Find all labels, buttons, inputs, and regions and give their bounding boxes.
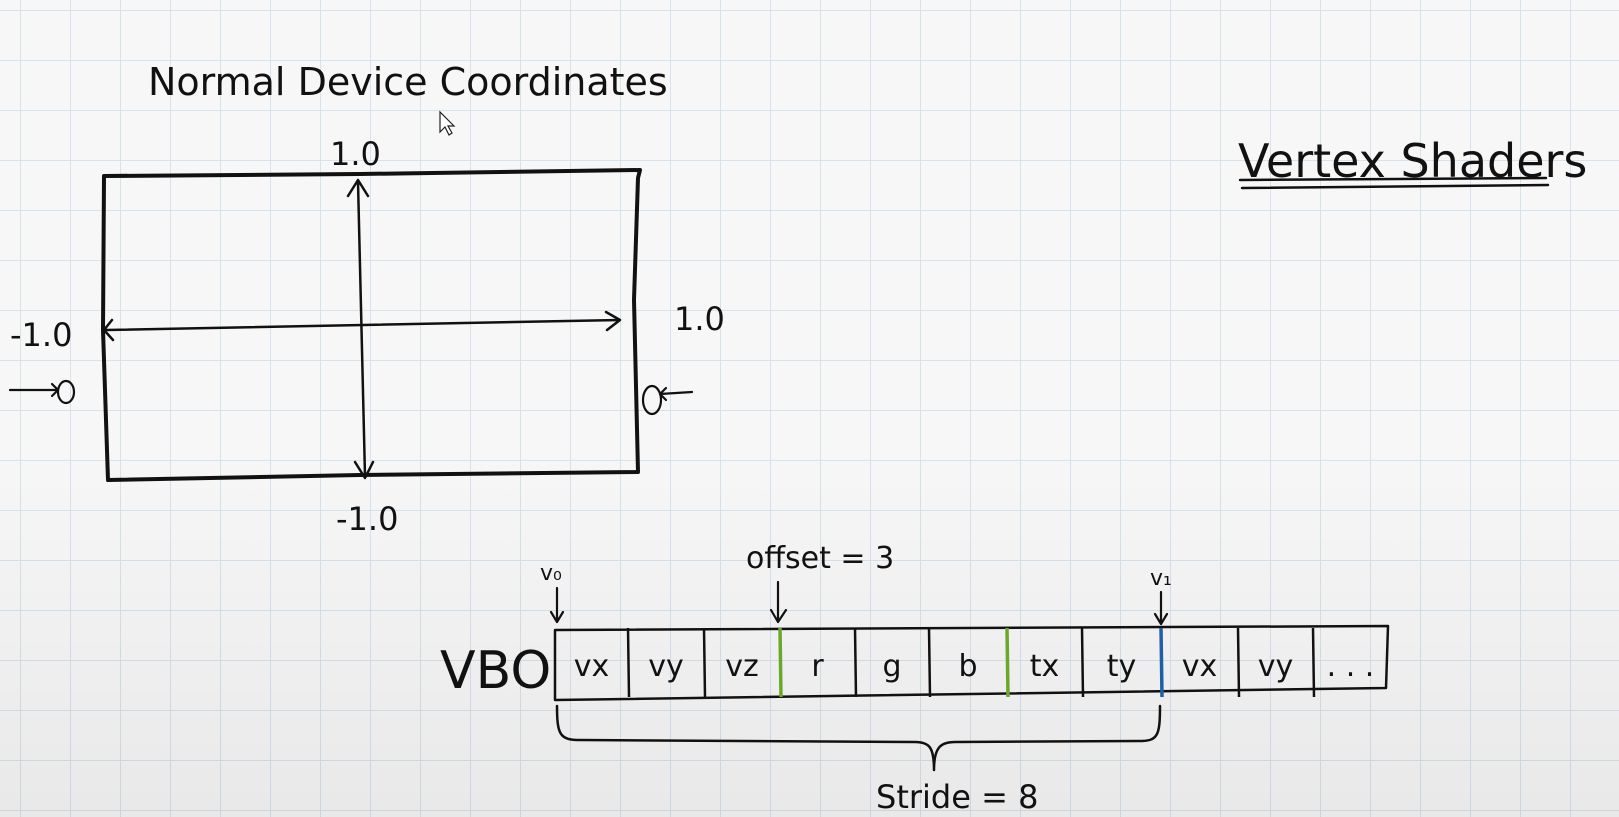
vbo-cell-divider: [927, 627, 932, 698]
right-zero-arrow-icon: [641, 384, 694, 416]
vbo-cell-label: vy: [648, 649, 684, 684]
vbo-strip-outline: [553, 624, 1390, 702]
v1-arrow-icon: [1153, 590, 1169, 626]
vbo-cells: vx vy vz r g b tx ty vx vy . . .: [574, 627, 1375, 698]
stride-brace: [555, 704, 1162, 772]
ndc-left-label: -1.0: [10, 316, 72, 354]
vbo-cell-label: ty: [1107, 649, 1137, 684]
offset-label: offset = 3: [746, 541, 894, 576]
title-underline-2: [1240, 183, 1550, 190]
vbo-cell-label: . . .: [1327, 649, 1375, 684]
vbo-cell-divider: [778, 627, 783, 698]
title-underline-1: [1238, 176, 1548, 182]
ndc-top-label: 1.0: [330, 135, 381, 173]
v1-label: v₁: [1150, 566, 1172, 591]
v0-arrow-icon: [549, 586, 565, 624]
vbo-label: VBO: [440, 641, 551, 701]
vbo-cell-divider: [626, 627, 631, 698]
vbo-cell-label: vx: [1182, 649, 1218, 684]
ndc-y-axis-arrow: [346, 178, 375, 480]
ndc-x-axis-arrow: [102, 310, 622, 342]
vbo-cell-label: b: [958, 649, 977, 684]
ndc-bottom-label: -1.0: [336, 500, 398, 538]
vbo-cell-divider: [1159, 627, 1164, 698]
vbo-cell-divider: [1005, 627, 1010, 698]
vbo-cell-divider: [702, 627, 707, 698]
left-zero-arrow-icon: [8, 379, 76, 405]
ndc-right-label: 1.0: [674, 300, 725, 338]
vbo-cell-label: vy: [1258, 649, 1294, 684]
vbo-cell-label: vz: [725, 649, 759, 684]
vbo-cell-label: tx: [1030, 649, 1060, 684]
vbo-cell-divider: [1311, 627, 1316, 698]
stride-label: Stride = 8: [876, 778, 1038, 816]
ndc-title: Normal Device Coordinates: [148, 60, 668, 104]
vbo-cell-divider: [853, 627, 858, 698]
ndc-viewport-rect: [101, 168, 642, 482]
vbo-cell-divider: [1080, 627, 1085, 698]
vbo-cell-divider: [1236, 627, 1241, 698]
vbo-cell-label: g: [882, 649, 901, 684]
offset-arrow-icon: [769, 580, 788, 624]
mouse-cursor-icon: [439, 110, 456, 136]
v0-label: v₀: [540, 561, 562, 586]
vbo-cell-label: r: [811, 649, 824, 684]
vbo-cell-label: vx: [574, 649, 610, 684]
